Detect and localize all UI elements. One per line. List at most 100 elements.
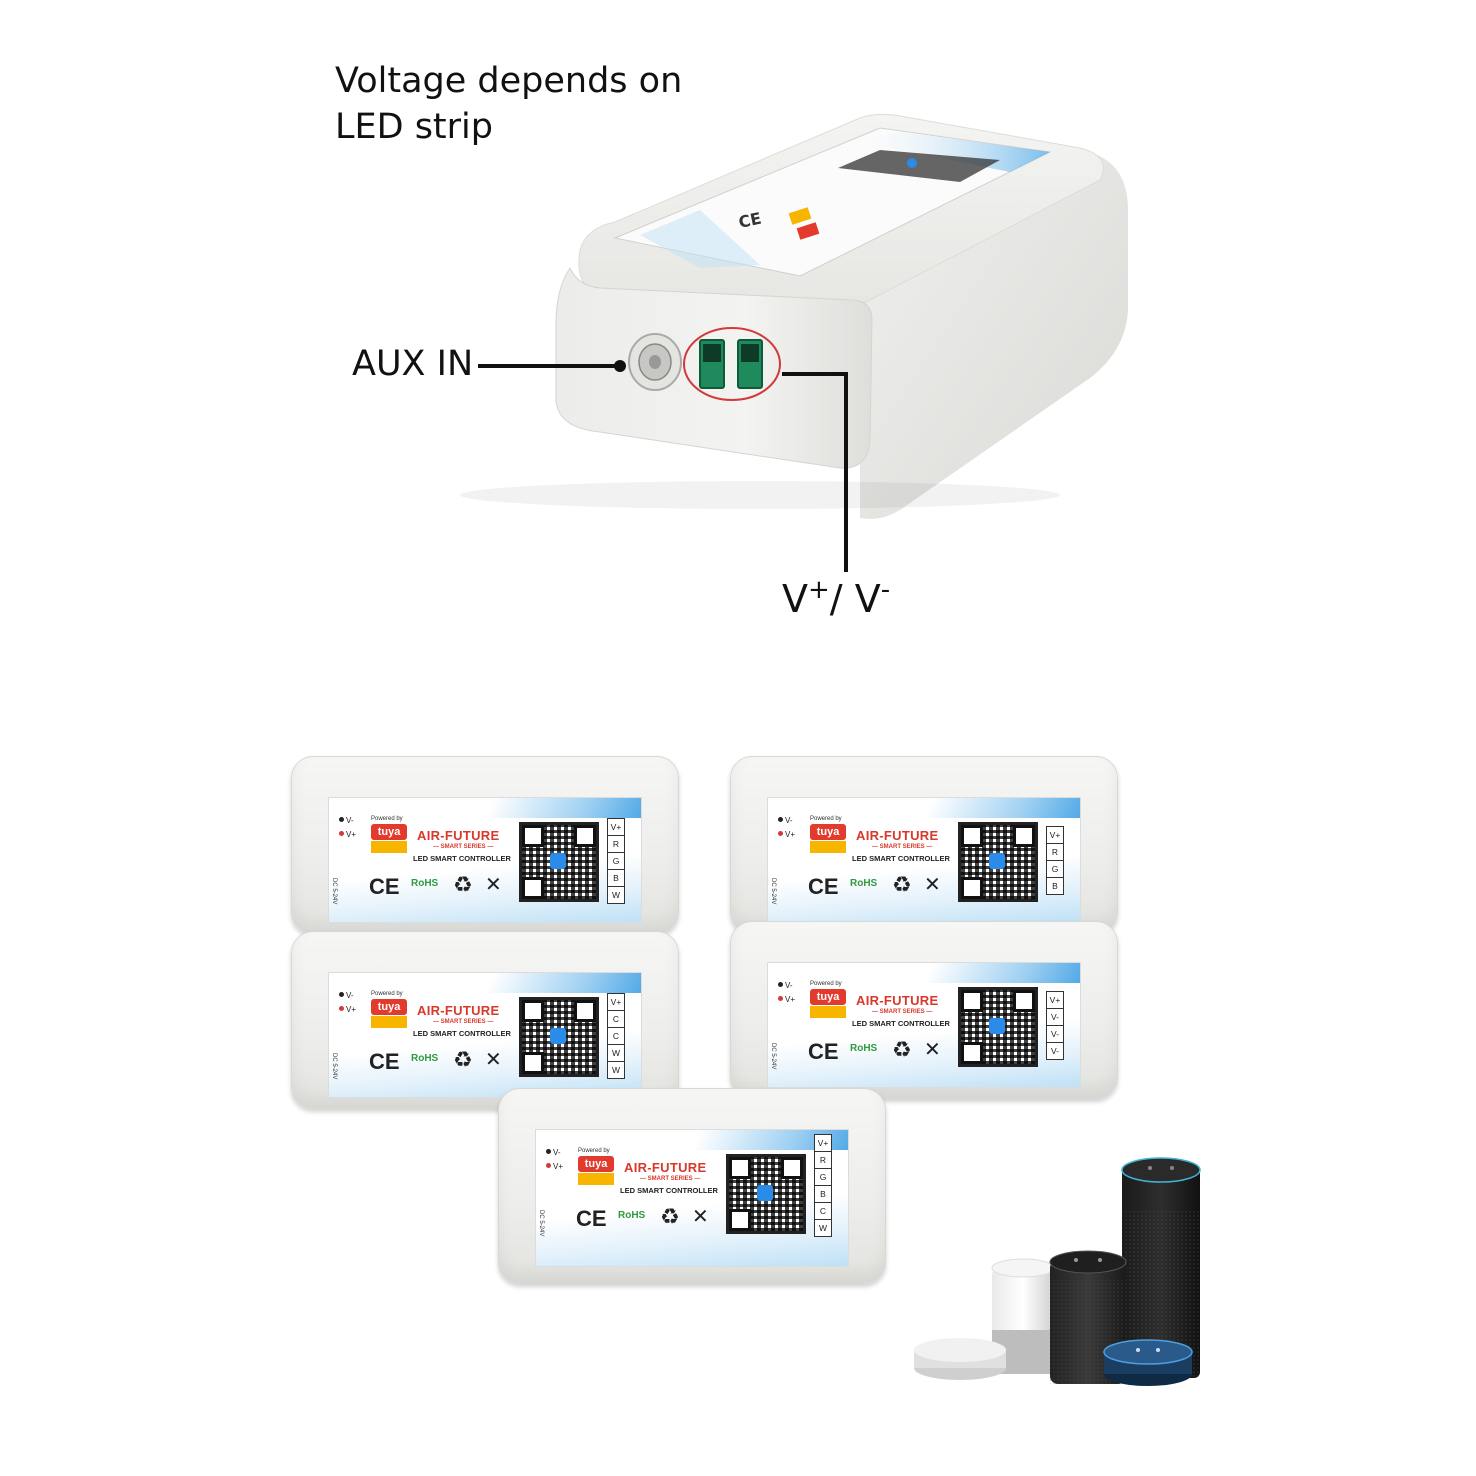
- tuya-logo: tuya: [810, 989, 846, 1005]
- voltage-caption-line1: Voltage depends on: [335, 61, 683, 101]
- dc-voltage: DC 5-24V: [538, 1210, 544, 1237]
- tuya-logo: tuya: [371, 824, 407, 840]
- pin-v-plus: V+: [778, 995, 795, 1004]
- minus-symbol: -: [880, 575, 891, 605]
- smart-speakers-group: [914, 1157, 1201, 1386]
- qr-code: [726, 1154, 806, 1234]
- dc-voltage: DC 5-24V: [331, 1053, 337, 1080]
- brand-name: AIR-FUTURE: [417, 828, 500, 843]
- series-name: — SMART SERIES —: [640, 1176, 701, 1182]
- controller-rgbcw: V- V+ Powered by tuya AIR-FUTURE — SMART…: [498, 1088, 886, 1284]
- rohs-mark: RoHS: [411, 1053, 439, 1064]
- recycle-icon: ♻: [892, 1037, 912, 1062]
- dc-voltage: DC 5-24V: [770, 1043, 776, 1070]
- series-name: — SMART SERIES —: [433, 1019, 494, 1025]
- weee-bin-icon: ✕: [924, 874, 941, 896]
- series-name: — SMART SERIES —: [433, 844, 494, 850]
- controller-name: LED SMART CONTROLLER: [413, 854, 511, 863]
- ce-mark: CE: [369, 1049, 400, 1074]
- rohs-mark: RoHS: [850, 1043, 878, 1054]
- v-leader-line: [782, 372, 848, 572]
- small-white-puck-speaker: [914, 1338, 1006, 1380]
- controller-rgb: V- V+ Powered by tuya AIR-FUTURE — SMART…: [730, 756, 1118, 934]
- tuya-logo: tuya: [810, 824, 846, 840]
- powered-by: Powered by: [810, 981, 842, 987]
- series-name: — SMART SERIES —: [872, 844, 933, 850]
- brand-name: AIR-FUTURE: [856, 993, 939, 1008]
- pin-v-plus: V+: [339, 830, 356, 839]
- controller-label: V- V+ Powered by tuya AIR-FUTURE — SMART…: [767, 962, 1081, 1088]
- rohs-mark: RoHS: [618, 1210, 646, 1221]
- plus-symbol: +: [808, 575, 830, 605]
- v-minus-letter: V: [854, 577, 881, 621]
- powered-by: Powered by: [371, 816, 403, 822]
- pin-v-minus: V-: [778, 816, 793, 825]
- dc-voltage: DC 5-24V: [770, 878, 776, 905]
- aux-in-label: AUX IN: [352, 344, 474, 384]
- series-name: — SMART SERIES —: [872, 1009, 933, 1015]
- blue-dot-speaker: [1103, 1339, 1193, 1386]
- brand-name: AIR-FUTURE: [856, 828, 939, 843]
- qr-code: [519, 997, 599, 1077]
- home-icon: [989, 853, 1005, 869]
- recycle-icon: ♻: [660, 1204, 680, 1229]
- pin-v-plus: V+: [778, 830, 795, 839]
- weee-bin-icon: ✕: [924, 1039, 941, 1061]
- svg-text:CE: CE: [737, 209, 763, 232]
- rohs-mark: RoHS: [411, 878, 439, 889]
- controller-single-color: V- V+ Powered by tuya AIR-FUTURE — SMART…: [730, 921, 1118, 1099]
- voltage-caption: Voltage depends on LED strip: [335, 58, 755, 150]
- ce-mark: CE: [576, 1206, 607, 1231]
- brand-name: AIR-FUTURE: [624, 1160, 707, 1175]
- pin-v-plus: V+: [339, 1005, 356, 1014]
- top-label-stripe: [850, 132, 1050, 172]
- powered-by: Powered by: [578, 1148, 610, 1154]
- controller-label: V- V+ Powered by tuya AIR-FUTURE — SMART…: [328, 797, 642, 923]
- rohs-mark: RoHS: [850, 878, 878, 889]
- weee-bin-icon: ✕: [485, 874, 502, 896]
- top-qr-code: [838, 150, 1000, 182]
- pin-v-plus: V+: [546, 1162, 563, 1171]
- dc-voltage: DC 5-24V: [331, 878, 337, 905]
- tuya-logo: tuya: [371, 999, 407, 1015]
- pin-v-minus: V-: [339, 816, 354, 825]
- slash: /: [829, 577, 843, 621]
- qr-code: [958, 822, 1038, 902]
- pin-strip: V+V-V-V-: [1046, 991, 1064, 1060]
- pin-v-minus: V-: [778, 981, 793, 990]
- recycle-icon: ♻: [453, 1047, 473, 1072]
- powered-by: Powered by: [371, 991, 403, 997]
- controller-cct: V- V+ Powered by tuya AIR-FUTURE — SMART…: [291, 931, 679, 1109]
- recycle-icon: ♻: [892, 872, 912, 897]
- home-icon: [757, 1185, 773, 1201]
- tuya-logo: tuya: [578, 1156, 614, 1172]
- v-plus-letter: V: [782, 577, 808, 621]
- pin-v-minus: V-: [546, 1148, 561, 1157]
- home-icon: [550, 853, 566, 869]
- controller-rgbw: V- V+ Powered by tuya AIR-FUTURE — SMART…: [291, 756, 679, 934]
- home-icon: [550, 1028, 566, 1044]
- recycle-icon: ♻: [453, 872, 473, 897]
- controller-name: LED SMART CONTROLLER: [413, 1029, 511, 1038]
- main-controller-illustration: CE: [460, 113, 1128, 572]
- qr-code: [519, 822, 599, 902]
- voltage-caption-line2: LED strip: [335, 107, 493, 147]
- controller-name: LED SMART CONTROLLER: [620, 1186, 718, 1195]
- pin-v-minus: V-: [339, 991, 354, 1000]
- controller-label: V- V+ Powered by tuya AIR-FUTURE — SMART…: [535, 1129, 849, 1267]
- ce-mark: CE: [808, 1039, 839, 1064]
- weee-bin-icon: ✕: [485, 1049, 502, 1071]
- controller-name: LED SMART CONTROLLER: [852, 1019, 950, 1028]
- qr-code: [958, 987, 1038, 1067]
- controller-label: V- V+ Powered by tuya AIR-FUTURE — SMART…: [328, 972, 642, 1098]
- v-terminals-label: V+/ V-: [782, 575, 890, 621]
- controller-name: LED SMART CONTROLLER: [852, 854, 950, 863]
- brand-name: AIR-FUTURE: [417, 1003, 500, 1018]
- weee-bin-icon: ✕: [692, 1206, 709, 1228]
- home-icon: [989, 1018, 1005, 1034]
- ce-mark: CE: [369, 874, 400, 899]
